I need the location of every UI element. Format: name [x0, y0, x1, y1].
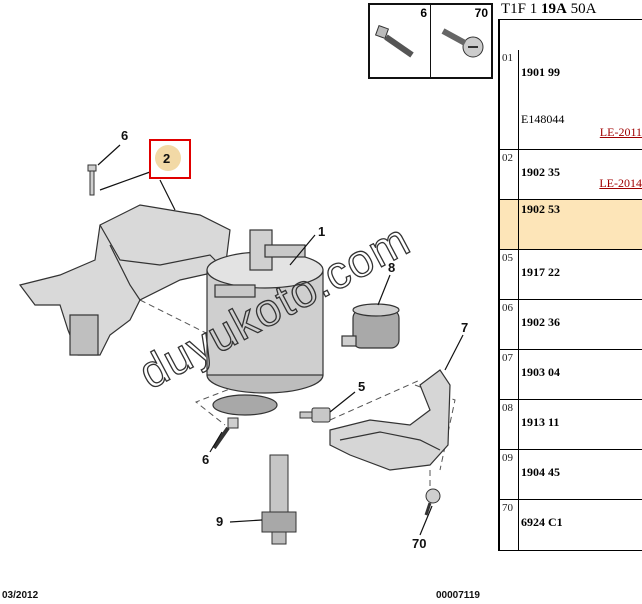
- callout-1[interactable]: 1: [318, 224, 325, 239]
- retaining-strap: [329, 369, 451, 471]
- part-index: 01: [502, 52, 513, 64]
- header-bold: 19A: [541, 1, 567, 17]
- part-row[interactable]: 07 1903 04: [500, 350, 642, 400]
- callout-70[interactable]: 70: [412, 536, 426, 551]
- callout-9[interactable]: 9: [216, 514, 223, 529]
- callout-8[interactable]: 8: [388, 260, 395, 275]
- parts-list-panel: T1F 1 19A 50A 01 1901 99 E148044 LE-2011…: [498, 0, 642, 604]
- exploded-parts-diagram: 2 6 1 8 7 5 6 9 70 duyukoto.com 03/2012 …: [2, 128, 480, 601]
- callout-leaders: [97, 144, 464, 536]
- part-ref[interactable]: 1904 45: [521, 465, 560, 479]
- part-row[interactable]: 01 1901 99 E148044 LE-2011: [500, 50, 642, 150]
- callout-7[interactable]: 7: [461, 320, 468, 335]
- callout-2[interactable]: 2: [163, 151, 170, 166]
- part-ref[interactable]: 1902 36: [521, 315, 560, 329]
- part-row[interactable]: 05 1917 22: [500, 250, 642, 300]
- part-index: 05: [502, 252, 513, 264]
- fastener-thumbnails: 6 70: [368, 3, 493, 79]
- part-row[interactable]: 02 1902 35 LE-2014: [500, 150, 642, 200]
- part-le-link[interactable]: LE-2011: [599, 125, 642, 139]
- heater-element: [261, 454, 297, 545]
- part-row[interactable]: 70 6924 C1: [500, 500, 642, 550]
- callout-circle: [155, 145, 181, 171]
- part-row[interactable]: 06 1902 36: [500, 300, 642, 350]
- thumbnail-number: 6: [420, 6, 427, 20]
- fuel-filter-housing: [206, 229, 324, 416]
- footer-code: 00007119: [436, 590, 480, 601]
- header-prefix: T1F 1: [501, 1, 542, 17]
- header-suffix: 50A: [566, 1, 597, 17]
- pressure-sensor: [341, 303, 400, 349]
- part-index: 07: [502, 352, 513, 364]
- thumbnail-screw[interactable]: 70: [431, 5, 491, 77]
- panel-inner-divider: [518, 50, 519, 550]
- part-index: 70: [502, 502, 513, 514]
- footer-date: 03/2012: [2, 590, 39, 601]
- part-index: 08: [502, 402, 513, 414]
- part-index: 09: [502, 452, 513, 464]
- part-ref[interactable]: 1917 22: [521, 265, 560, 279]
- part-ref[interactable]: 1901 99: [521, 65, 560, 79]
- part-ref[interactable]: 6924 C1: [521, 515, 563, 529]
- highlight-box[interactable]: [149, 139, 191, 179]
- callout-6-top[interactable]: 6: [121, 128, 128, 143]
- bolt-top: [87, 164, 97, 196]
- callout-5[interactable]: 5: [358, 379, 365, 394]
- part-index: 02: [502, 152, 513, 164]
- part-ref[interactable]: 1903 04: [521, 365, 560, 379]
- part-ref[interactable]: 1913 11: [521, 415, 560, 429]
- part-ref[interactable]: 1902 35: [521, 165, 560, 179]
- part-index: 06: [502, 302, 513, 314]
- fitting: [299, 407, 331, 423]
- bolt-icon: [374, 24, 414, 58]
- thumbnail-number: 70: [474, 6, 488, 20]
- bolt-lower: [212, 417, 239, 450]
- part-row[interactable]: 08 1913 11: [500, 400, 642, 450]
- callout-6-lower[interactable]: 6: [202, 452, 209, 467]
- part-le-link[interactable]: LE-2014: [599, 176, 642, 190]
- panel-divider: [498, 20, 500, 550]
- panel-header: T1F 1 19A 50A: [498, 0, 642, 20]
- panel-bottom-line: [498, 550, 642, 551]
- part-row[interactable]: 09 1904 45: [500, 450, 642, 500]
- part-subref: E148044: [521, 112, 565, 126]
- thumbnail-bolt[interactable]: 6: [370, 5, 431, 77]
- screw: [424, 488, 441, 516]
- mounting-bracket: [18, 204, 231, 356]
- screw-icon: [441, 28, 484, 58]
- part-ref[interactable]: 1902 53: [521, 202, 560, 216]
- part-row-selected[interactable]: 1902 53: [500, 200, 642, 250]
